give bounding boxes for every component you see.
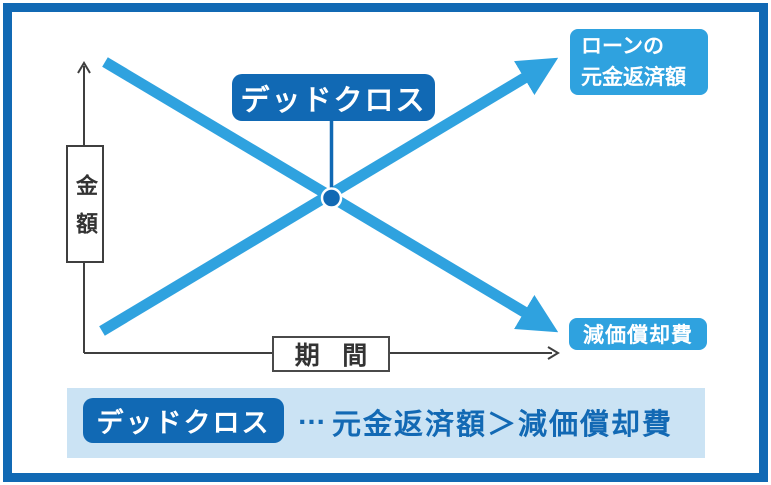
x-axis-label-box: 期間 [272, 336, 390, 372]
crossing-point-dot [320, 187, 343, 209]
x-axis-arrowhead-icon [547, 346, 560, 360]
legend-term-label: デッドクロス [96, 408, 271, 438]
legend-term-pill: デッドクロス [83, 398, 284, 443]
depreciation-label: 減価償却費 [569, 318, 707, 350]
loan-principal-label-line1: ローンの [581, 35, 664, 58]
falling-arrow-depreciation [102, 57, 559, 333]
legend-ellipsis: … [297, 398, 327, 431]
deadcross-callout-label: デッドクロス [240, 84, 427, 117]
depreciation-label-text: 減価償却費 [583, 324, 693, 347]
loan-principal-label: ローンの 元金返済額 [570, 29, 708, 95]
y-axis-label: 金額 [73, 174, 98, 250]
legend-definition: … 元金返済額＞減価償却費 [297, 399, 674, 442]
rising-arrow-loan-principal [99, 57, 559, 336]
deadcross-callout: デッドクロス [232, 74, 435, 121]
x-axis-label: 期間 [294, 342, 390, 370]
y-axis-label-box: 金額 [66, 145, 104, 263]
loan-principal-label-line2: 元金返済額 [581, 66, 686, 89]
y-axis-arrowhead-icon [77, 61, 91, 74]
legend-definition-text: 元金返済額＞減価償却費 [332, 409, 674, 441]
